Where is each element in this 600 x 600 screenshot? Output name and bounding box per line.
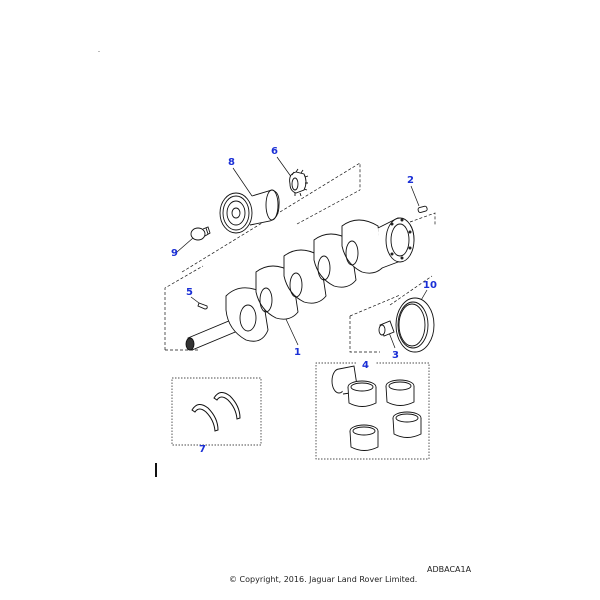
callout-10[interactable]: 10 — [423, 280, 437, 291]
pulley-bolt-icon — [190, 226, 211, 241]
copyright-notice: © Copyright, 2016. Jaguar Land Rover Lim… — [229, 575, 418, 584]
illustration-reference-code: ADBACA1A — [427, 565, 472, 574]
callout-7[interactable]: 7 — [199, 444, 206, 455]
spigot-bearing-icon — [378, 320, 395, 337]
thrust-washer-box — [171, 377, 262, 446]
rear-oil-seal-icon — [395, 297, 435, 353]
callout-4[interactable]: 4 — [362, 360, 369, 371]
crankshaft-icon — [185, 217, 415, 351]
woodruff-key-icon — [197, 302, 208, 310]
rear-parts-group-box — [349, 294, 401, 353]
thrust-washers-icon — [191, 392, 241, 432]
pulley-damper-icon — [219, 189, 280, 234]
text-cursor-bar — [155, 463, 157, 477]
callout-3[interactable]: 3 — [392, 350, 399, 361]
main-bearing-shells-icon — [331, 365, 422, 451]
callout-8[interactable]: 8 — [228, 157, 235, 168]
callout-6[interactable]: 6 — [271, 146, 278, 157]
callout-9[interactable]: 9 — [171, 248, 178, 259]
dowel-pin-icon — [417, 205, 428, 213]
front-parts-group-box — [181, 162, 361, 273]
callout-5[interactable]: 5 — [186, 287, 193, 298]
crankshaft-group-box — [164, 212, 436, 351]
timing-sprocket-icon — [289, 168, 309, 197]
bearing-set-box — [315, 362, 430, 460]
callout-1[interactable]: 1 — [294, 347, 301, 358]
callout-2[interactable]: 2 — [407, 175, 414, 186]
stray-mark — [98, 51, 100, 52]
